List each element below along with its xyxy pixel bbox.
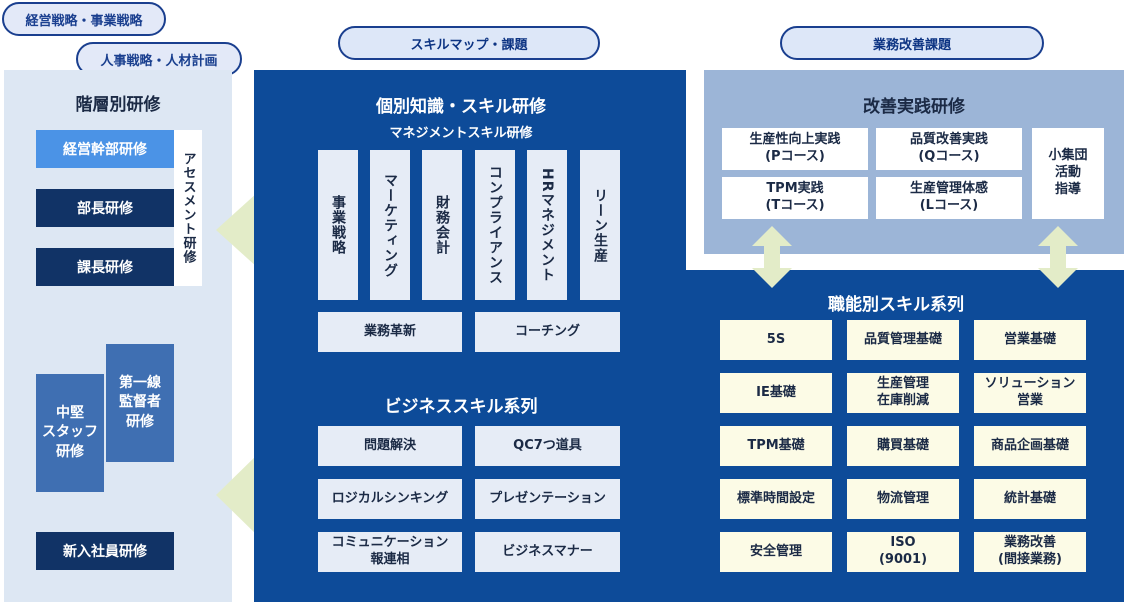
supervisor-training-box: 第一線 監督者 研修 xyxy=(106,344,174,462)
double-arrow-left xyxy=(752,226,792,288)
func-sales-basics: 営業基礎 xyxy=(974,320,1086,360)
kaizen-small-group: 小集団 活動 指導 xyxy=(1032,128,1104,219)
func-inventory: 生産管理 在庫削減 xyxy=(847,373,959,413)
functional-skill-title: 職能別スキル系列 xyxy=(828,295,964,315)
skill-compliance: コンプライアンス xyxy=(475,150,515,300)
kaizen-quality: 品質改善実践 (Qコース) xyxy=(876,128,1022,170)
gm-training-box: 部長研修 xyxy=(36,189,174,227)
kaizen-tpm: TPM実践 (Tコース) xyxy=(722,177,868,219)
func-logistics: 物流管理 xyxy=(847,479,959,519)
func-tpm-basics: TPM基礎 xyxy=(720,426,832,466)
func-indirect-improvement: 業務改善 (間接業務) xyxy=(974,532,1086,572)
func-purchasing: 購買基礎 xyxy=(847,426,959,466)
skill-business-innovation: 業務革新 xyxy=(318,312,462,352)
pill-skillmap: スキルマップ・課題 xyxy=(338,26,600,60)
biz-manners: ビジネスマナー xyxy=(475,532,620,572)
skill-lean: リーン生産 xyxy=(580,150,620,300)
manager-training-box: 課長研修 xyxy=(36,248,174,286)
business-skill-title: ビジネススキル系列 xyxy=(384,397,538,417)
biz-problem-solving: 問題解決 xyxy=(318,426,462,466)
pill-business-improvement: 業務改善課題 xyxy=(780,26,1044,60)
double-arrow-right xyxy=(1038,226,1078,288)
func-product-planning: 商品企画基礎 xyxy=(974,426,1086,466)
biz-qc-tools: QC7つ道具 xyxy=(475,426,620,466)
skill-hr-management: HRマネジメント xyxy=(527,150,567,300)
skill-marketing: マーケティング xyxy=(370,150,410,300)
func-iso: ISO (9001) xyxy=(847,532,959,572)
assessment-training-box: アセスメント研修 xyxy=(174,130,202,286)
biz-logical-thinking: ロジカルシンキング xyxy=(318,479,462,519)
kaizen-productivity: 生産性向上実践 (Pコース) xyxy=(722,128,868,170)
func-statistics: 統計基礎 xyxy=(974,479,1086,519)
kaizen-production-mgmt: 生産管理体感 (Lコース) xyxy=(876,177,1022,219)
func-standard-time: 標準時間設定 xyxy=(720,479,832,519)
func-ie-basics: IE基礎 xyxy=(720,373,832,413)
skill-coaching: コーチング xyxy=(475,312,620,352)
func-5s: 5S xyxy=(720,320,832,360)
func-safety: 安全管理 xyxy=(720,532,832,572)
biz-communication: コミュニケーション 報連相 xyxy=(318,532,462,572)
individual-skill-title: 個別知識・スキル研修 xyxy=(376,97,546,117)
skill-business-strategy: 事業戦略 xyxy=(318,150,358,300)
kaizen-practice-title: 改善実践研修 xyxy=(863,97,965,117)
hierarchy-training-title: 階層別研修 xyxy=(75,95,161,115)
management-skill-subtitle: マネジメントスキル研修 xyxy=(389,126,533,141)
new-hire-training-box: 新入社員研修 xyxy=(36,532,174,570)
func-solution-sales: ソリューション 営業 xyxy=(974,373,1086,413)
pill-management-strategy: 経営戦略・事業戦略 xyxy=(2,2,166,36)
skill-finance: 財務会計 xyxy=(422,150,462,300)
biz-presentation: プレゼンテーション xyxy=(475,479,620,519)
mid-staff-training-box: 中堅 スタッフ 研修 xyxy=(36,374,104,492)
exec-training-box: 経営幹部研修 xyxy=(36,130,174,168)
func-quality-basics: 品質管理基礎 xyxy=(847,320,959,360)
